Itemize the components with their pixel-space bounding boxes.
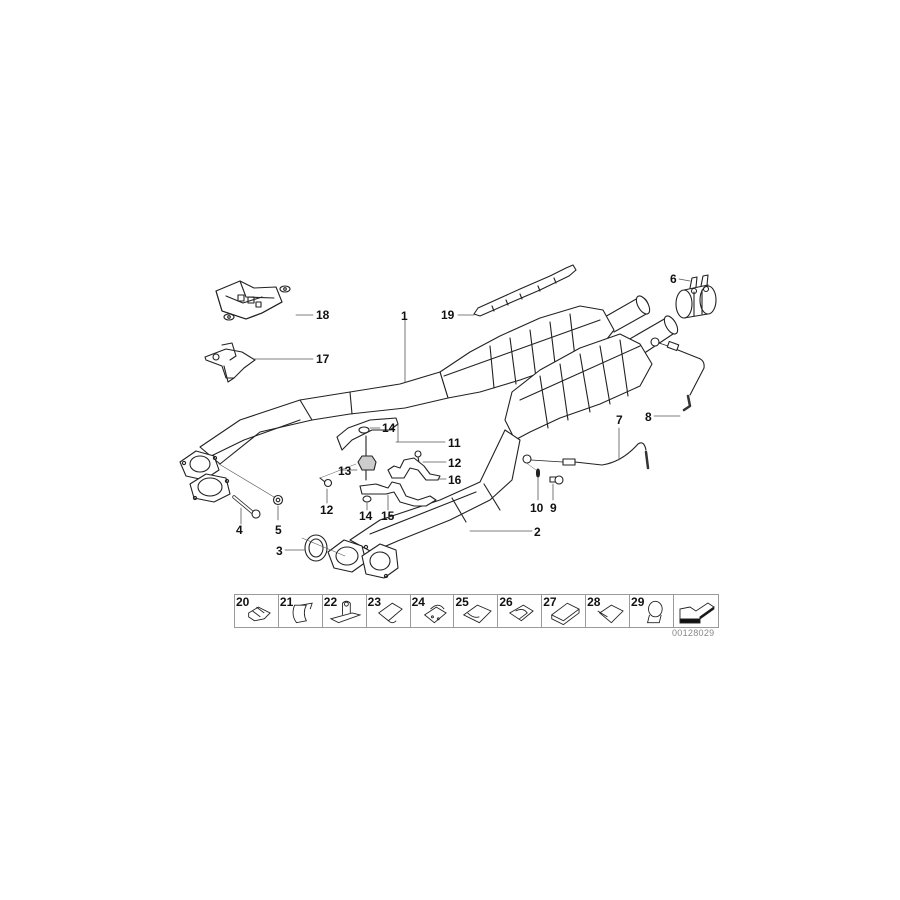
part-12-bolt-left-icon[interactable] [319, 477, 333, 504]
part-4-bolt-icon[interactable] [232, 495, 261, 525]
arrow-forward-icon [679, 602, 715, 624]
clip-20[interactable]: 20 [235, 595, 279, 627]
callout-4: 4 [236, 523, 243, 537]
part-1-front-pipe-left-icon[interactable] [179, 294, 652, 503]
clip-24[interactable]: 24 [411, 595, 455, 627]
clip-22[interactable]: 22 [323, 595, 367, 627]
callout-8: 8 [645, 410, 652, 424]
callout-17: 17 [316, 352, 330, 366]
callout-2: 2 [534, 525, 541, 539]
callout-10: 10 [530, 501, 544, 515]
clip-25[interactable]: 25 [454, 595, 499, 627]
clip-22-icon [329, 600, 362, 624]
clip-23-icon [377, 602, 403, 624]
part-10-seal-ring-icon[interactable] [524, 461, 541, 501]
part-8-oxygen-sensor-icon[interactable] [650, 337, 705, 417]
callout-14-top: 14 [382, 421, 396, 435]
callout-1: 1 [401, 309, 408, 323]
clip-26[interactable]: 26 [498, 595, 543, 627]
part-16-clamp-upper-icon[interactable] [387, 457, 447, 481]
callout-5: 5 [275, 523, 282, 537]
callout-6: 6 [670, 272, 677, 286]
callout-18: 18 [316, 308, 330, 322]
callout-16: 16 [448, 473, 462, 487]
part-6-double-clamp-icon[interactable] [675, 274, 717, 319]
clip-20-icon [248, 606, 271, 622]
callout-12-left: 12 [320, 503, 334, 517]
callout-13: 13 [338, 464, 352, 478]
clip-29[interactable]: 29 [630, 595, 674, 627]
part-13-rubber-mount-icon[interactable] [319, 435, 377, 481]
part-14-nut-top-icon[interactable] [358, 426, 381, 434]
clip-26-icon [509, 604, 535, 622]
part-3-gasket-icon[interactable] [284, 534, 346, 562]
clip-24-icon [423, 604, 447, 624]
part-11-bracket-icon[interactable] [336, 417, 446, 451]
callout-19: 19 [441, 308, 455, 322]
clip-27[interactable]: 27 [542, 595, 587, 627]
clip-strip: 20 21 22 23 24 25 26 [234, 594, 719, 628]
clip-21-icon [292, 602, 313, 624]
clip-29-icon [646, 600, 663, 624]
part-14-nut-bottom-icon[interactable] [362, 495, 372, 511]
callout-14-bottom: 14 [359, 509, 373, 523]
callout-15: 15 [381, 509, 395, 523]
callout-12-right: 12 [448, 456, 462, 470]
clip-27-icon [551, 602, 581, 626]
callout-9: 9 [550, 501, 557, 515]
callout-7: 7 [616, 413, 623, 427]
part-5-nut-icon[interactable] [218, 463, 284, 521]
callout-11: 11 [448, 436, 461, 450]
clip-21[interactable]: 21 [279, 595, 323, 627]
part-2-front-pipe-right-icon[interactable] [327, 314, 680, 579]
part-17-holder-icon[interactable] [204, 342, 314, 383]
clip-23[interactable]: 23 [367, 595, 411, 627]
part-9-plug-screw-icon[interactable] [549, 475, 564, 501]
clip-28[interactable]: 28 [586, 595, 631, 627]
callout-3: 3 [276, 544, 283, 558]
part-7-oxygen-sensor-icon[interactable] [522, 427, 650, 470]
arrow-cell[interactable] [674, 595, 718, 627]
part-18-holder-box-icon[interactable] [215, 280, 314, 321]
clip-25-icon [463, 604, 493, 624]
part-15-clamp-lower-icon[interactable] [359, 481, 437, 511]
clip-28-icon [597, 604, 624, 624]
image-code: 00128029 [672, 628, 715, 638]
part-19-heat-shield-icon[interactable] [457, 264, 577, 317]
